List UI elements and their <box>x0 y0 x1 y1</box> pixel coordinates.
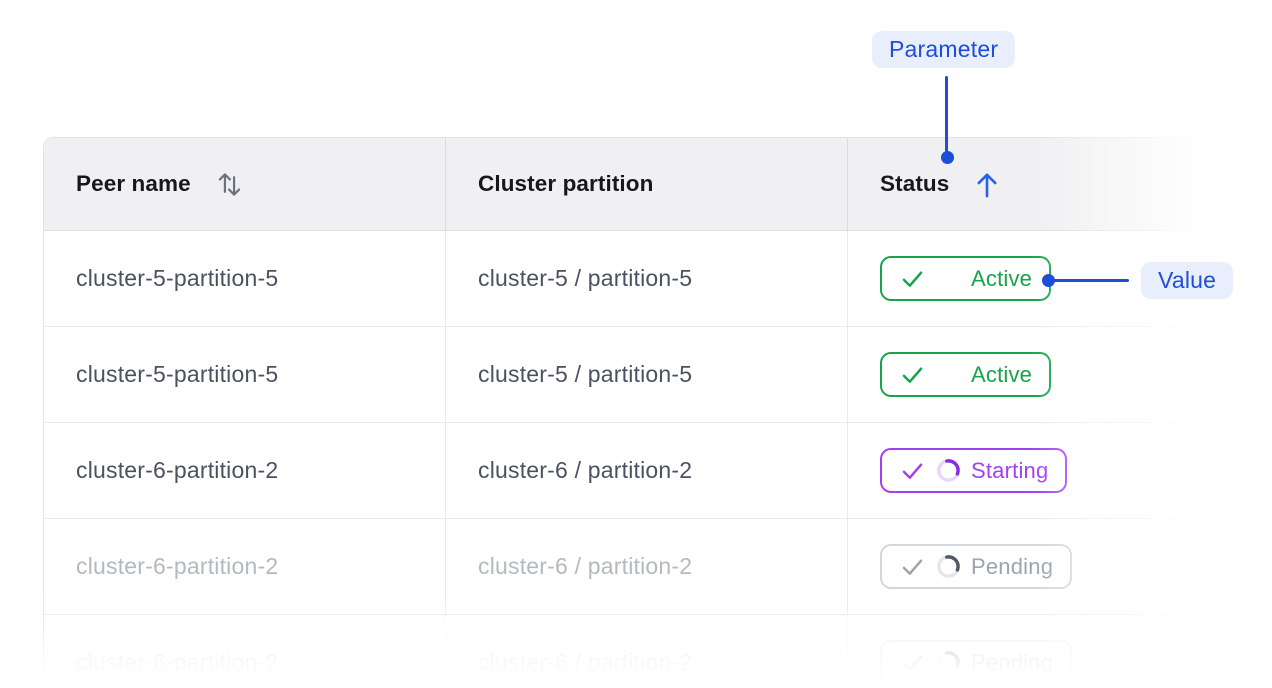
value-annotation-label: Value <box>1141 262 1234 299</box>
status-badge: Active <box>880 256 1052 301</box>
spinner-icon <box>937 651 960 674</box>
peer-name-text: cluster-6-partition-2 <box>76 553 279 579</box>
table-row[interactable]: cluster-6-partition-2 cluster-6 / partit… <box>44 615 1206 688</box>
column-header-status[interactable]: Status <box>848 138 1206 230</box>
cell-status: Active <box>848 231 1206 326</box>
check-icon <box>902 559 923 575</box>
cell-peer-name: cluster-6-partition-2 <box>44 615 446 688</box>
spinner-icon <box>937 555 960 578</box>
table-row[interactable]: cluster-5-partition-5 cluster-5 / partit… <box>44 327 1206 423</box>
table-row[interactable]: cluster-6-partition-2 cluster-6 / partit… <box>44 519 1206 615</box>
status-badge: Pending <box>880 640 1073 685</box>
spinner-icon <box>936 362 961 387</box>
table-body: cluster-5-partition-5 cluster-5 / partit… <box>44 231 1206 688</box>
cluster-partition-text: cluster-5 / partition-5 <box>478 361 693 387</box>
status-label: Pending <box>971 649 1054 675</box>
column-header-cluster-partition[interactable]: Cluster partition <box>446 138 848 230</box>
status-label: Active <box>971 361 1033 387</box>
cell-status: Starting <box>848 423 1206 518</box>
peer-name-text: cluster-6-partition-2 <box>76 649 279 675</box>
cell-status: Pending <box>848 519 1206 614</box>
cell-status: Pending <box>848 615 1206 688</box>
status-label: Starting <box>971 457 1049 483</box>
cluster-partition-text: cluster-6 / partition-2 <box>478 457 693 483</box>
cell-cluster-partition: cluster-6 / partition-2 <box>446 615 848 688</box>
spinner-icon <box>936 266 961 291</box>
parameter-connector-line <box>945 76 948 152</box>
cell-peer-name: cluster-5-partition-5 <box>44 231 446 326</box>
column-header-label: Peer name <box>76 171 191 196</box>
column-header-label: Cluster partition <box>478 171 654 196</box>
sort-ascending-icon[interactable] <box>973 169 1001 200</box>
value-annotation-text: Value <box>1158 267 1217 293</box>
cell-cluster-partition: cluster-5 / partition-5 <box>446 327 848 422</box>
check-icon <box>902 463 923 479</box>
table-row[interactable]: cluster-6-partition-2 cluster-6 / partit… <box>44 423 1206 519</box>
peers-table: Peer name Cluster partition Status clust… <box>43 137 1207 688</box>
cell-peer-name: cluster-5-partition-5 <box>44 327 446 422</box>
parameter-annotation-text: Parameter <box>889 36 999 62</box>
check-icon <box>902 655 923 671</box>
cell-cluster-partition: cluster-6 / partition-2 <box>446 519 848 614</box>
check-icon <box>902 271 923 287</box>
parameter-annotation-label: Parameter <box>872 31 1016 68</box>
status-badge: Pending <box>880 544 1073 589</box>
peer-name-text: cluster-5-partition-5 <box>76 361 279 387</box>
cluster-partition-text: cluster-6 / partition-2 <box>478 553 693 579</box>
parameter-connector-dot <box>941 151 954 164</box>
cell-peer-name: cluster-6-partition-2 <box>44 519 446 614</box>
peer-name-text: cluster-6-partition-2 <box>76 457 279 483</box>
table-row[interactable]: cluster-5-partition-5 cluster-5 / partit… <box>44 231 1206 327</box>
peer-name-text: cluster-5-partition-5 <box>76 265 279 291</box>
value-connector-line <box>1053 279 1129 282</box>
cell-peer-name: cluster-6-partition-2 <box>44 423 446 518</box>
column-header-peer-name[interactable]: Peer name <box>44 138 446 230</box>
table-header-row: Peer name Cluster partition Status <box>44 138 1206 231</box>
status-label: Pending <box>971 553 1054 579</box>
check-icon <box>902 367 923 383</box>
spinner-icon <box>937 459 960 482</box>
cell-status: Active <box>848 327 1206 422</box>
status-badge: Starting <box>880 448 1068 493</box>
cluster-partition-text: cluster-6 / partition-2 <box>478 649 693 675</box>
status-label: Active <box>971 265 1033 291</box>
sort-both-icon[interactable] <box>215 168 244 201</box>
cell-cluster-partition: cluster-6 / partition-2 <box>446 423 848 518</box>
cell-cluster-partition: cluster-5 / partition-5 <box>446 231 848 326</box>
status-badge: Active <box>880 352 1052 397</box>
column-header-label: Status <box>880 171 950 196</box>
cluster-partition-text: cluster-5 / partition-5 <box>478 265 693 291</box>
